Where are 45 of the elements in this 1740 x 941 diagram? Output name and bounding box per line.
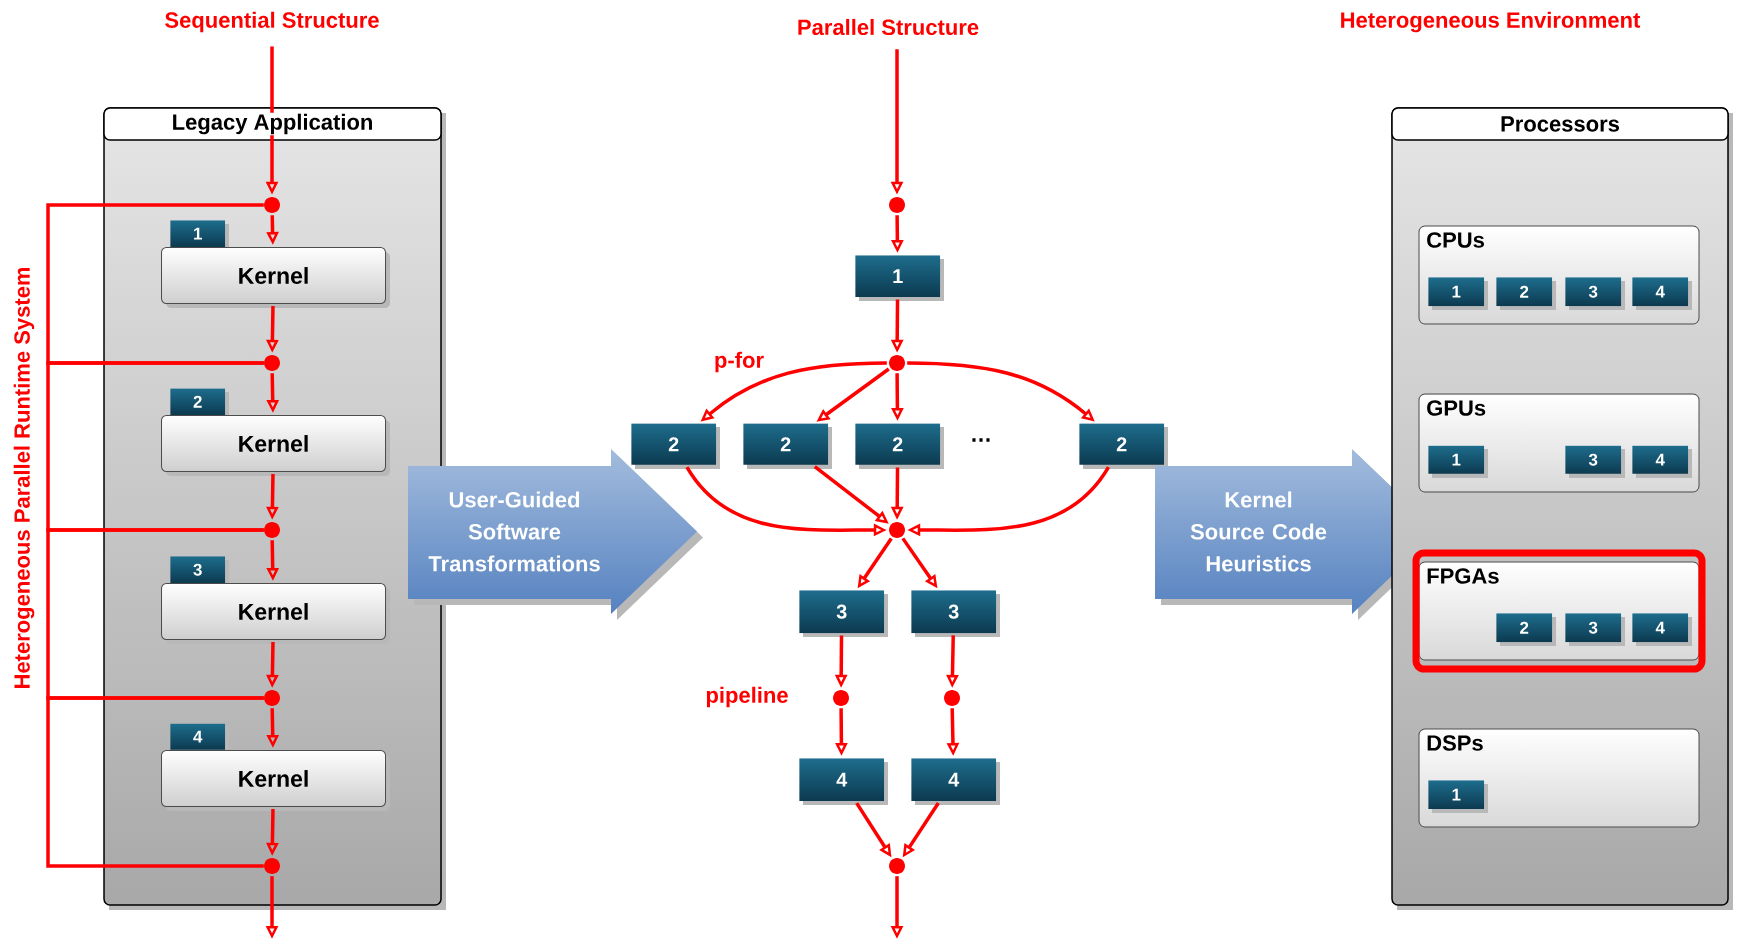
vertical-label: Heterogeneous Parallel Runtime System [13, 267, 35, 689]
task-box: 1 [855, 255, 944, 301]
junction-dot [833, 690, 849, 706]
task-box: 3 [799, 590, 888, 637]
structure-title: Sequential Structure [165, 11, 379, 33]
task-box: 1 [1428, 445, 1488, 478]
task-box: 4 [911, 758, 1000, 805]
junction-dot [889, 522, 905, 538]
number-tab: 3 [170, 556, 229, 587]
structure-title: Parallel Structure [798, 18, 979, 36]
task-box: 2 [1079, 423, 1168, 469]
kernel-box: Kernel [161, 247, 390, 308]
task-box: 3 [1565, 277, 1625, 310]
junction-dot [889, 355, 905, 371]
junction-dot [944, 690, 960, 706]
structure-label: p-for [715, 351, 764, 373]
junction-dot [264, 522, 280, 538]
structure-label: pipeline [706, 686, 788, 708]
panel-title: Processors [1499, 115, 1621, 133]
junction-dot [889, 197, 905, 213]
task-box: 4 [1632, 277, 1692, 310]
panel-title: Legacy Application [170, 112, 375, 136]
task-box: 2 [1496, 613, 1556, 646]
kernel-box: Kernel [161, 415, 390, 476]
junction-dot [264, 690, 280, 706]
kernel-box: Kernel [161, 750, 390, 811]
kernel-box: Kernel [161, 583, 390, 644]
junction-dot [264, 355, 280, 371]
junction-dot [264, 858, 280, 874]
task-box: 1 [1428, 780, 1488, 813]
junction-dot [264, 197, 280, 213]
task-box: 3 [911, 590, 1000, 637]
task-box: 1 [1428, 277, 1488, 310]
task-box: 2 [1496, 277, 1556, 310]
task-box: 4 [1632, 613, 1692, 646]
task-box: 2 [743, 423, 832, 469]
environment-title: Heterogeneous Environment [1341, 11, 1641, 33]
task-box: 2 [855, 423, 944, 469]
ellipsis: … [972, 438, 990, 442]
task-box: 4 [1632, 445, 1692, 478]
task-box: 3 [1565, 613, 1625, 646]
junction-dot [889, 858, 905, 874]
task-box: 4 [799, 758, 888, 805]
task-box: 3 [1565, 445, 1625, 478]
task-box: 2 [631, 423, 720, 469]
